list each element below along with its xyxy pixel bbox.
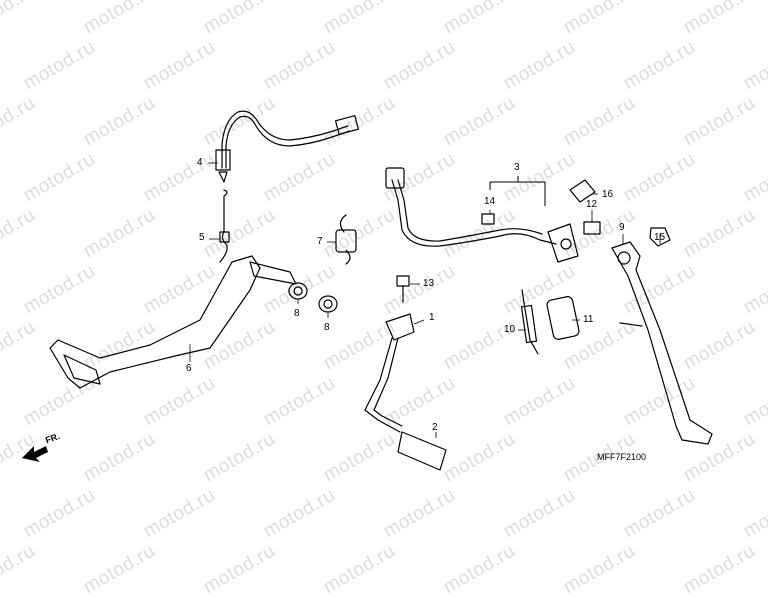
switch-tip — [218, 171, 228, 183]
sidestand-switch — [547, 223, 579, 263]
spring-7-hooks — [339, 214, 351, 265]
spring-11 — [546, 296, 580, 340]
callout-16: 16 — [602, 189, 614, 200]
spring-7-coil — [335, 229, 357, 253]
switch-body — [215, 149, 231, 171]
spring-10-coil — [520, 304, 538, 344]
callout-5: 5 — [199, 232, 205, 243]
leader-1 — [413, 319, 425, 325]
brake-pedal — [49, 255, 261, 389]
gearshift-lever-edge — [373, 337, 403, 427]
front-direction-arrow-icon — [22, 446, 48, 462]
callout-2: 2 — [432, 422, 438, 433]
switch-cable — [221, 110, 349, 169]
callout-6: 6 — [186, 363, 192, 374]
callout-15: 15 — [654, 232, 666, 243]
sidestand-switch-bolt — [560, 238, 572, 250]
sidestand-connector — [385, 167, 405, 189]
callout-14: 14 — [484, 196, 496, 207]
brake-pedal-foot — [63, 354, 101, 385]
brake-pedal-pivot — [249, 261, 297, 285]
gearshift-rubber — [397, 431, 447, 471]
spring-10 — [521, 289, 539, 355]
callout-1: 1 — [429, 312, 435, 323]
clip-16 — [569, 179, 596, 203]
small-spring-coil — [219, 231, 230, 243]
washer-8-left — [288, 282, 308, 300]
washer-8-right — [318, 295, 338, 313]
side-stand-pivot — [617, 251, 631, 265]
callout-8-right: 8 — [324, 322, 330, 333]
switch-cable-outer — [225, 115, 351, 169]
side-stand — [611, 241, 713, 445]
callout-3-bracket — [489, 176, 546, 206]
callout-13: 13 — [423, 278, 435, 289]
callout-3: 3 — [514, 162, 520, 173]
sidestand-cable-outer — [397, 179, 543, 242]
small-spring-wire — [219, 189, 228, 263]
callout-11: 11 — [583, 314, 594, 325]
callout-10: 10 — [504, 324, 516, 335]
bolt-13-head — [396, 275, 410, 287]
callout-12: 12 — [586, 199, 598, 210]
washer-8-right-hole — [323, 299, 333, 309]
gearshift-lever — [364, 337, 401, 433]
callout-9: 9 — [619, 222, 625, 233]
side-stand-pin — [619, 322, 643, 327]
cable-connector-top — [334, 115, 360, 135]
callout-7: 7 — [317, 236, 323, 247]
callout-4: 4 — [197, 157, 203, 168]
bolt-12 — [583, 221, 601, 235]
washer-8-left-hole — [293, 286, 303, 296]
bolt-14 — [481, 213, 495, 225]
nut-15 — [649, 227, 671, 247]
gearshift-clamp — [385, 313, 415, 341]
diagram-drawing — [22, 110, 713, 471]
callout-8-left: 8 — [294, 308, 300, 319]
diagram-code: MFF7F2100 — [597, 452, 647, 462]
sidestand-cable — [391, 179, 557, 247]
